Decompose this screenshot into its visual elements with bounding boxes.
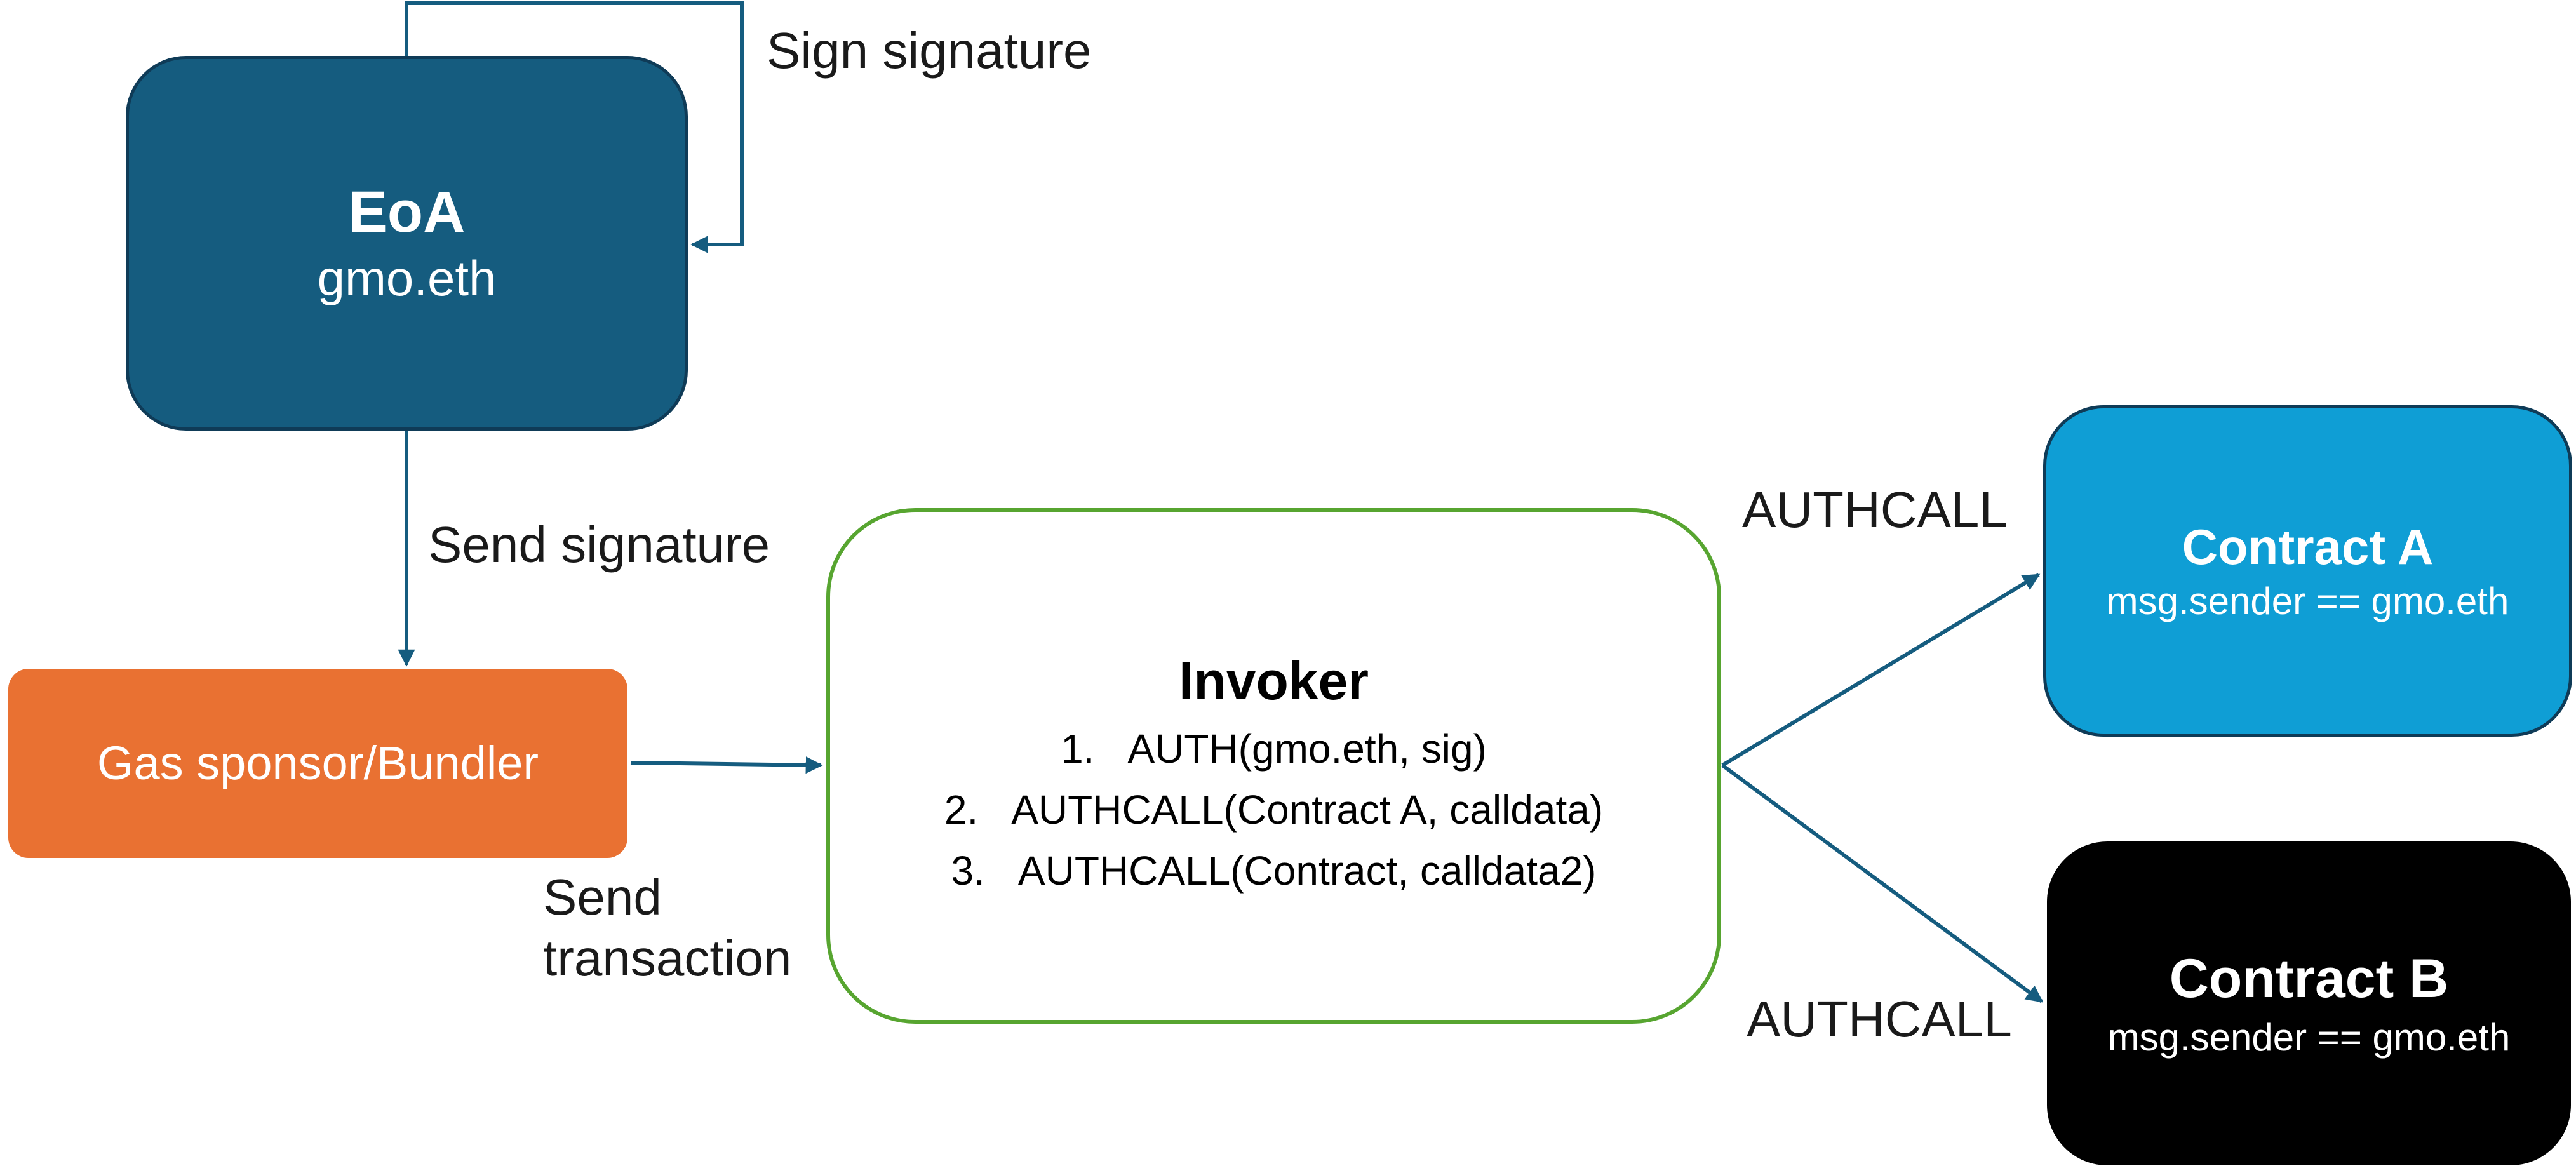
- authcall-b-arrow: [1721, 763, 2044, 1003]
- eoa-title: EoA: [348, 180, 466, 245]
- invoker-step-number: 3.: [951, 847, 985, 894]
- invoker-step-text: AUTH(gmo.eth, sig): [1127, 725, 1487, 772]
- authcall-a-label: AUTHCALL: [1742, 481, 2008, 538]
- invoker-node: Invoker 1. AUTH(gmo.eth, sig) 2. AUTHCALL(…: [826, 508, 1721, 1024]
- invoker-step-number: 1.: [1061, 725, 1095, 772]
- send-signature-label: Send signature: [428, 516, 770, 573]
- eoa-node: EoA gmo.eth: [126, 56, 688, 431]
- send-transaction-label: Send transaction: [543, 869, 792, 986]
- gas-sponsor-node: Gas sponsor/Bundler: [8, 669, 627, 858]
- invoker-step-2: 2. AUTHCALL(Contract A, calldata): [944, 779, 1603, 840]
- contract-a-title: Contract A: [2182, 518, 2434, 575]
- sign-signature-loop-arrow: [405, 1, 744, 253]
- authcall-a-arrow: [1721, 573, 2041, 767]
- contract-b-title: Contract B: [2169, 948, 2449, 1010]
- invoker-title: Invoker: [1179, 651, 1369, 711]
- authcall-b-label: AUTHCALL: [1747, 991, 2012, 1047]
- send-transaction-arrow: [630, 756, 823, 774]
- invoker-step-number: 2.: [944, 786, 979, 833]
- invoker-step-1: 1. AUTH(gmo.eth, sig): [1061, 718, 1487, 779]
- gas-sponsor-label: Gas sponsor/Bundler: [97, 737, 539, 790]
- invoker-step-text: AUTHCALL(Contract A, calldata): [1011, 786, 1604, 833]
- invoker-step-3: 3. AUTHCALL(Contract, calldata2): [951, 840, 1597, 901]
- invoker-step-text: AUTHCALL(Contract, calldata2): [1017, 847, 1597, 894]
- sign-signature-label: Sign signature: [767, 22, 1092, 79]
- contract-a-node: Contract A msg.sender == gmo.eth: [2043, 405, 2572, 737]
- contract-a-subtitle: msg.sender == gmo.eth: [2106, 580, 2509, 623]
- eoa-subtitle: gmo.eth: [317, 250, 497, 307]
- contract-b-node: Contract B msg.sender == gmo.eth: [2047, 841, 2571, 1165]
- contract-b-subtitle: msg.sender == gmo.eth: [2107, 1015, 2511, 1059]
